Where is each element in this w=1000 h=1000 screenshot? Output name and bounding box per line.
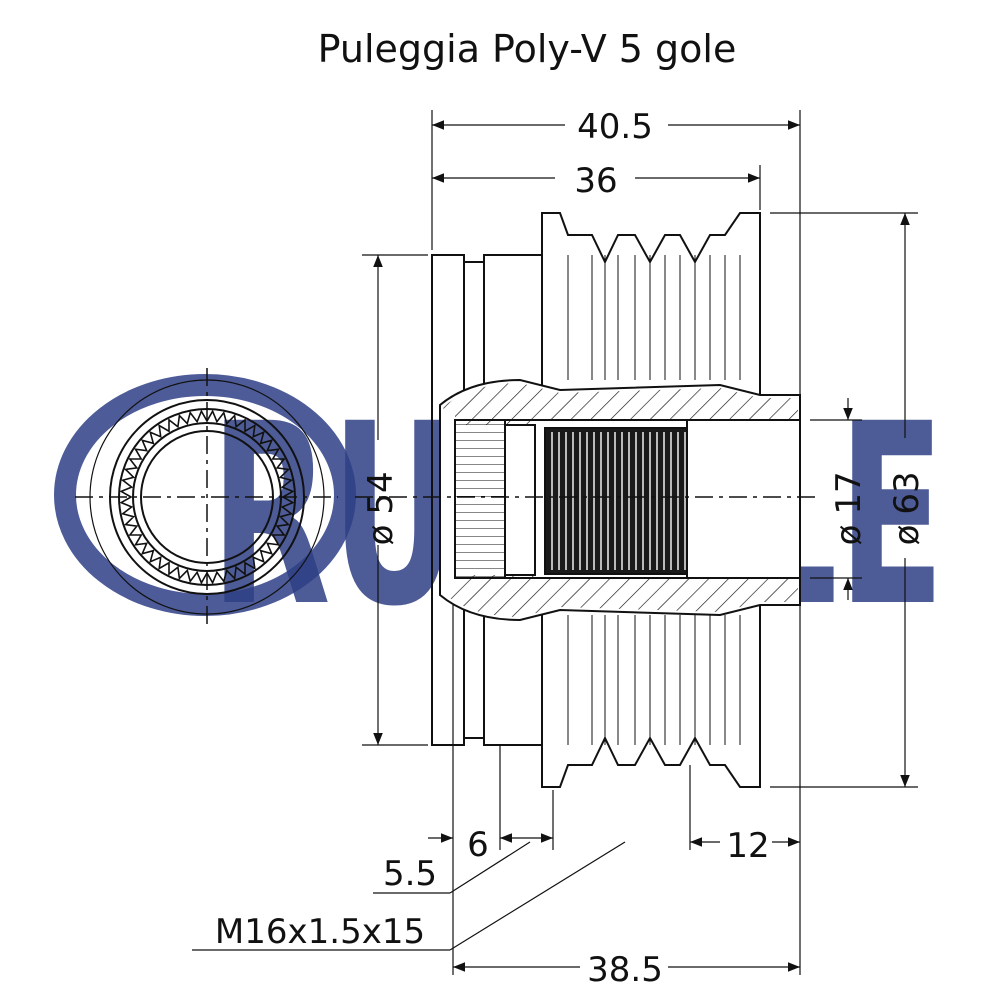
dim-rear-length: 12	[726, 826, 769, 866]
dim-outer-diameter-symbol: ø	[887, 525, 927, 546]
end-view	[75, 368, 338, 625]
dim-thread: M16x1.5x15	[215, 912, 425, 952]
dim-overall-length: 40.5	[577, 107, 653, 147]
dim-bore-diameter-symbol: ø	[829, 525, 869, 546]
dim-base-length: 38.5	[587, 950, 663, 990]
thread-lines	[551, 432, 686, 570]
dim-flange-width: 6	[467, 825, 489, 865]
dim-outer-diameter: 63	[887, 471, 927, 514]
watermark-ring	[54, 374, 356, 616]
dim-pulley-length: 36	[574, 161, 617, 201]
end-view-serration	[119, 409, 295, 585]
dim-hub-diameter: 54	[361, 471, 401, 514]
dim-front-offset: 5.5	[383, 854, 437, 894]
serration-teeth	[119, 409, 295, 585]
groove-lines	[567, 255, 741, 745]
side-view	[355, 212, 820, 788]
dim-bore-diameter: 17	[829, 471, 869, 514]
dim-hub-diameter-symbol: ø	[361, 525, 401, 546]
drawing-title: Puleggia Poly-V 5 gole	[318, 27, 737, 71]
dimensions: 40.5 36 ø 54 ø 17 ø 63 6 1	[192, 107, 927, 990]
